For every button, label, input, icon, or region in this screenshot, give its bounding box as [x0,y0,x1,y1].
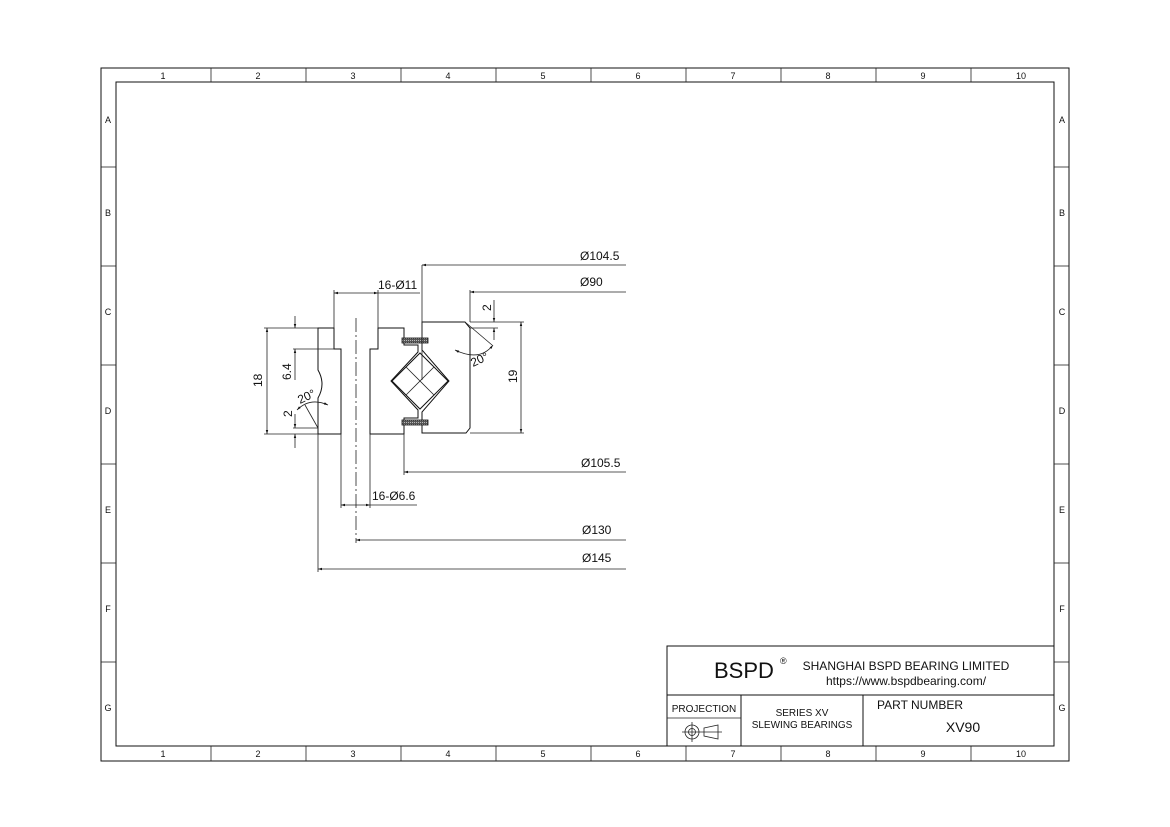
column-label: 1 [160,749,165,759]
seal-bottom [401,419,429,426]
part-number-value: XV90 [946,719,980,735]
column-label: 9 [920,749,925,759]
dim-h19: 19 [506,369,520,383]
row-label: B [105,208,111,218]
cross-roller [391,352,449,410]
row-label: E [1059,505,1065,515]
column-label: 4 [445,71,450,81]
dim-d90: Ø90 [580,275,603,289]
dim-chamfer-right: 2 [480,304,494,311]
column-label: 1 [160,71,165,81]
outer-ring-right-section [369,327,419,435]
registered-mark: ® [780,656,787,666]
column-labels-bottom: 1 2 3 4 5 6 7 8 9 10 [160,749,1026,759]
column-label: 9 [920,71,925,81]
column-label: 8 [825,749,830,759]
bearing-section [317,318,471,543]
column-label: 6 [635,749,640,759]
column-label: 4 [445,749,450,759]
title-block: BSPD ® SHANGHAI BSPD BEARING LIMITED htt… [666,645,1055,747]
dim-angle-right: 20° [468,349,491,369]
column-labels-top: 1 2 3 4 5 6 7 8 9 10 [160,71,1026,81]
row-label: C [1059,307,1066,317]
column-label: 5 [540,749,545,759]
dim-holes-6-6: 16-Ø6.6 [372,489,416,503]
series-label: SERIES XV [776,708,829,719]
row-label: E [105,505,111,515]
column-label: 3 [350,749,355,759]
column-label: 8 [825,71,830,81]
dim-holes-11: 16-Ø11 [378,278,417,292]
row-labels-right: A B C D E F G [1058,115,1065,713]
row-label: G [104,703,111,713]
column-label: 6 [635,71,640,81]
projection-label: PROJECTION [672,704,736,715]
dimension-labels: Ø104.5 Ø90 16-Ø11 18 6.4 2 20° 2 20° 19 … [251,249,621,565]
column-label: 3 [350,71,355,81]
product-label: SLEWING BEARINGS [752,720,853,731]
column-label: 5 [540,71,545,81]
dim-d145: Ø145 [582,551,612,565]
column-label: 10 [1016,749,1026,759]
row-labels-left: A B C D E F G [104,115,111,713]
row-label: D [1059,406,1066,416]
dim-chamfer-left: 2 [281,410,295,417]
sheet-frame: 1 2 3 4 5 6 7 8 9 10 1 2 3 4 5 6 7 8 9 1… [100,67,1070,762]
company-url[interactable]: https://www.bspdbearing.com/ [826,674,987,688]
column-label: 2 [255,749,260,759]
dim-d105-5: Ø105.5 [581,456,621,470]
row-label: B [1059,208,1065,218]
row-label: A [105,115,111,125]
company-logo: BSPD [714,658,774,683]
dim-d104-5: Ø104.5 [580,249,620,263]
company-name: SHANGHAI BSPD BEARING LIMITED [803,659,1010,673]
row-label: C [105,307,112,317]
third-angle-projection-icon [682,722,722,742]
row-label: G [1058,703,1065,713]
dim-h6-4: 6.4 [280,363,294,380]
column-label: 2 [255,71,260,81]
row-label: F [105,604,111,614]
column-label: 7 [730,749,735,759]
part-number-label: PART NUMBER [877,698,963,712]
column-label: 7 [730,71,735,81]
seal-top [401,337,429,344]
row-label: A [1059,115,1065,125]
dimensions [264,263,626,572]
row-label: F [1059,604,1065,614]
dim-angle-left: 20° [295,386,318,406]
outer-ring-left-section [317,327,342,435]
column-label: 10 [1016,71,1026,81]
dim-h18: 18 [251,373,265,387]
row-label: D [105,406,112,416]
dim-d130: Ø130 [582,523,612,537]
inner-ring-section [421,321,471,434]
